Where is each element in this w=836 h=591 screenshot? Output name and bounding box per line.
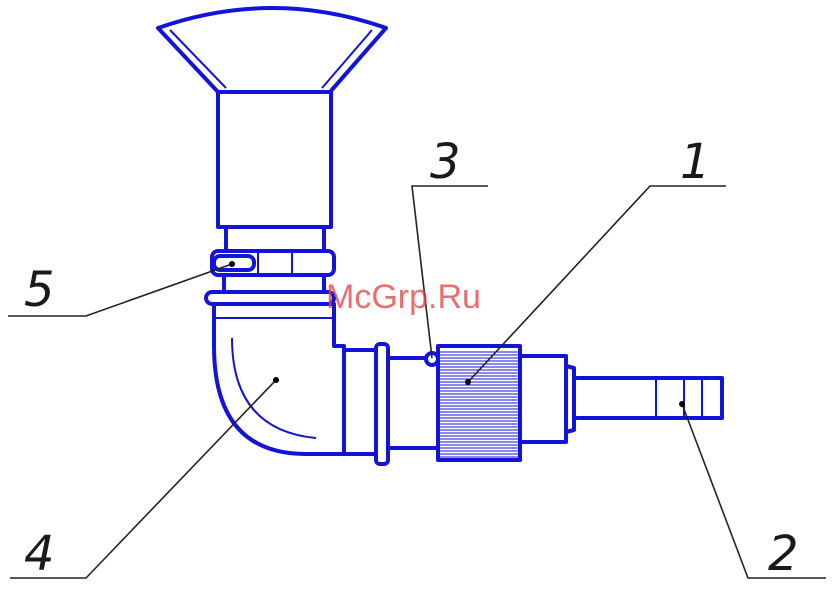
funnel [158,8,386,92]
callout-3: 3 [430,134,461,190]
leader-3 [412,186,488,358]
vertical-tube [218,92,331,251]
leader-2 [682,404,826,578]
callout-2: 2 [768,526,799,582]
elbow-part-4 [214,304,344,454]
coupling-part-3 [344,344,438,464]
watermark: McGrp.Ru [326,278,481,316]
callout-5: 5 [24,262,55,318]
clamp-part-5 [206,251,334,304]
knurled-nut-part-1 [438,346,520,460]
callout-1: 1 [680,134,711,190]
callout-4: 4 [24,526,55,582]
